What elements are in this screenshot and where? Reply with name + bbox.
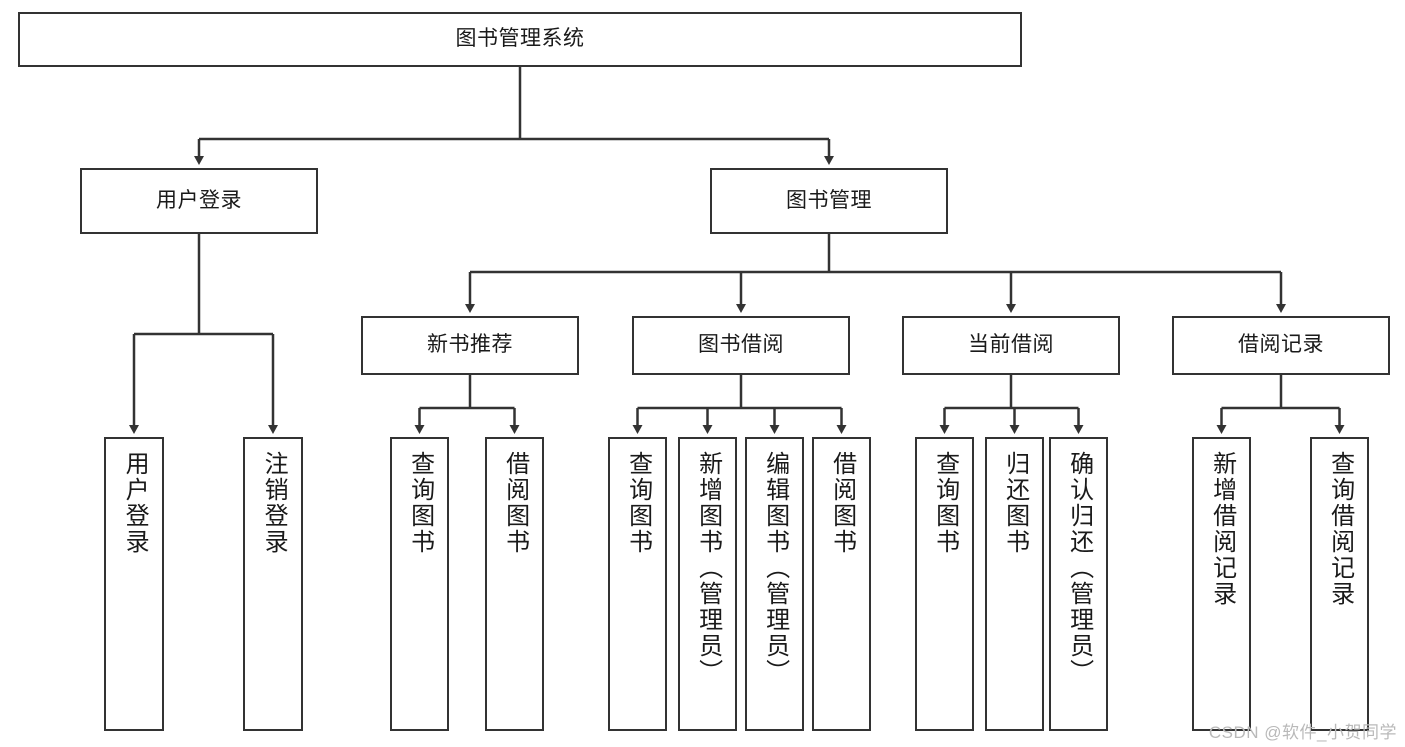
node-user-login[interactable]: 用户登录: [80, 168, 318, 234]
node-leaf-query-book-2[interactable]: 查询图书: [608, 437, 667, 731]
node-label: 新增图书（管理员）: [694, 451, 722, 685]
node-leaf-logout[interactable]: 注销登录: [243, 437, 303, 731]
node-leaf-add-book[interactable]: 新增图书（管理员）: [678, 437, 737, 731]
node-book-manage[interactable]: 图书管理: [710, 168, 948, 234]
node-label: 图书管理: [786, 188, 872, 212]
node-label: 借阅图书: [828, 451, 856, 555]
node-label: 新增借阅记录: [1208, 451, 1236, 607]
node-leaf-edit-book[interactable]: 编辑图书（管理员）: [745, 437, 804, 731]
node-label: 查询借阅记录: [1326, 451, 1354, 607]
node-label: 查询图书: [406, 451, 434, 555]
node-label: 当前借阅: [968, 333, 1054, 357]
node-label: 图书管理系统: [455, 27, 585, 51]
node-leaf-query-record[interactable]: 查询借阅记录: [1310, 437, 1369, 731]
node-label: 查询图书: [931, 451, 959, 555]
node-root[interactable]: 图书管理系统: [18, 12, 1022, 67]
node-label: 确认归还（管理员）: [1065, 451, 1093, 685]
node-new-book-rec[interactable]: 新书推荐: [361, 316, 579, 375]
node-label: 借阅记录: [1238, 333, 1324, 357]
node-leaf-confirm-ret[interactable]: 确认归还（管理员）: [1049, 437, 1108, 731]
node-leaf-user-login[interactable]: 用户登录: [104, 437, 164, 731]
watermark: CSDN @软件_小贺同学: [1208, 723, 1397, 742]
node-label: 编辑图书（管理员）: [761, 451, 789, 685]
node-leaf-query-book-1[interactable]: 查询图书: [390, 437, 449, 731]
node-borrow-record[interactable]: 借阅记录: [1172, 316, 1390, 375]
node-leaf-borrow-book-1[interactable]: 借阅图书: [485, 437, 544, 731]
node-label: 注销登录: [260, 451, 288, 555]
node-label: 借阅图书: [501, 451, 529, 555]
node-label: 用户登录: [121, 451, 149, 555]
node-leaf-add-record[interactable]: 新增借阅记录: [1192, 437, 1251, 731]
node-current-borrow[interactable]: 当前借阅: [902, 316, 1120, 375]
node-label: 新书推荐: [427, 333, 513, 357]
node-leaf-return-book[interactable]: 归还图书: [985, 437, 1044, 731]
node-label: 用户登录: [156, 188, 242, 212]
node-label: 查询图书: [624, 451, 652, 555]
node-leaf-query-book-3[interactable]: 查询图书: [915, 437, 974, 731]
node-book-borrow[interactable]: 图书借阅: [632, 316, 850, 375]
node-label: 图书借阅: [698, 333, 784, 357]
node-leaf-borrow-book-2[interactable]: 借阅图书: [812, 437, 871, 731]
node-label: 归还图书: [1001, 451, 1029, 555]
